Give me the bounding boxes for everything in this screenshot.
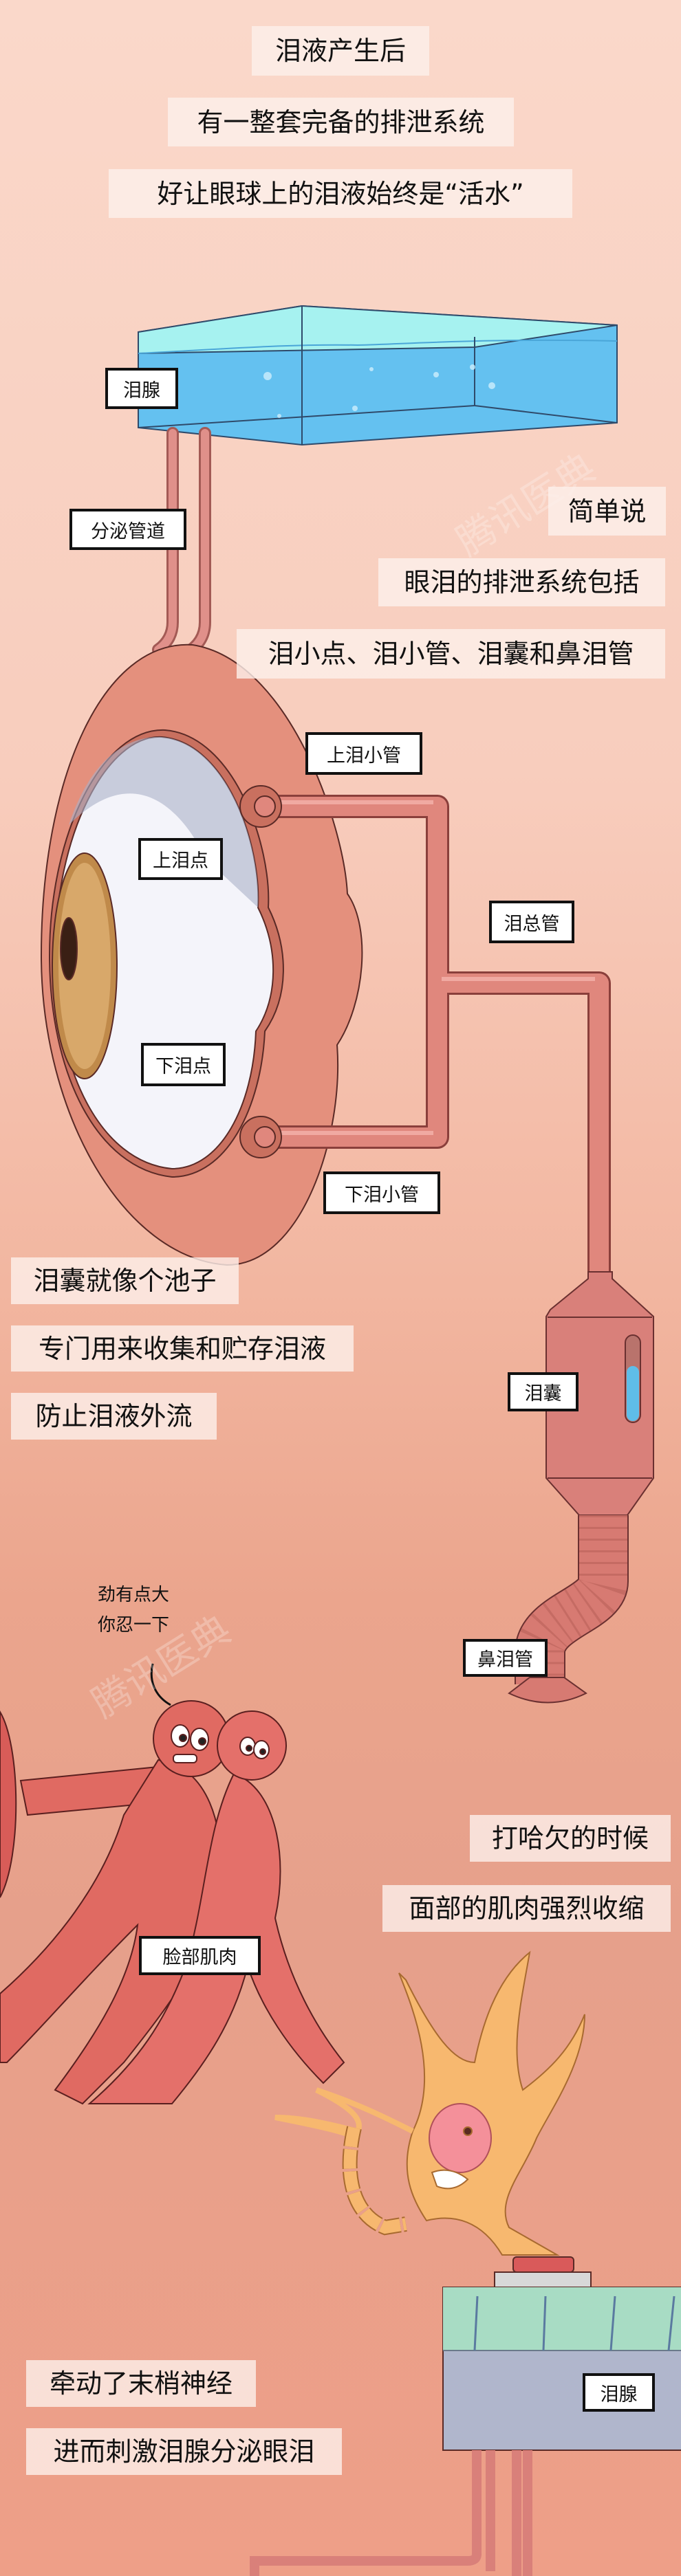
lacrimal-gland-tank [138, 305, 618, 446]
caption-intro-2: 有一整套完备的排泄系统 [168, 98, 514, 146]
label-lacrimal-sac: 泪囊 [508, 1372, 579, 1411]
label-lacrimal-gland: 泪腺 [105, 368, 178, 409]
caption-simple-1: 简单说 [548, 487, 666, 536]
label-nasolacrimal-duct: 鼻泪管 [463, 1639, 548, 1677]
caption-intro-3: 好让眼球上的泪液始终是“活水” [109, 169, 572, 218]
caption-nerve-1: 牵动了末梢神经 [26, 2360, 256, 2407]
nerve-cell [274, 1950, 585, 2256]
label-facial-muscle: 脸部肌肉 [139, 1936, 261, 1975]
label-lower-canaliculus: 下泪小管 [323, 1171, 440, 1214]
caption-sac-2: 专门用来收集和贮存泪液 [11, 1325, 354, 1372]
bubbles [263, 364, 495, 418]
canaliculi-pipes [239, 785, 611, 1279]
caption-simple-2: 眼泪的排泄系统包括 [378, 558, 665, 606]
facial-muscle-figures [0, 1700, 345, 2105]
label-upper-canaliculus: 上泪小管 [305, 732, 422, 775]
label-common-canaliculus: 泪总管 [489, 901, 574, 943]
speech-line-2: 你忍一下 [98, 1615, 170, 1636]
label-lacrimal-gland-2: 泪腺 [583, 2373, 655, 2412]
bottom-lacrimal-gland [250, 2256, 681, 2576]
caption-sac-1: 泪囊就像个池子 [11, 1257, 239, 1304]
label-lower-punctum: 下泪点 [141, 1043, 226, 1086]
caption-intro-1: 泪液产生后 [252, 26, 429, 76]
caption-simple-3: 泪小点、泪小管、泪囊和鼻泪管 [237, 629, 665, 679]
caption-sac-3: 防止泪液外流 [11, 1393, 217, 1440]
speech-line-1: 劲有点大 [98, 1585, 170, 1605]
label-secretory-duct: 分泌管道 [69, 509, 186, 550]
caption-yawn-2: 面部的肌肉强烈收缩 [382, 1885, 671, 1932]
label-upper-punctum: 上泪点 [138, 838, 223, 880]
caption-nerve-2: 进而刺激泪腺分泌眼泪 [26, 2428, 342, 2475]
speech-tail [150, 1663, 171, 1706]
speech-bubble: 劲有点大 你忍一下 [98, 1580, 169, 1640]
caption-yawn-1: 打哈欠的时候 [470, 1815, 671, 1862]
